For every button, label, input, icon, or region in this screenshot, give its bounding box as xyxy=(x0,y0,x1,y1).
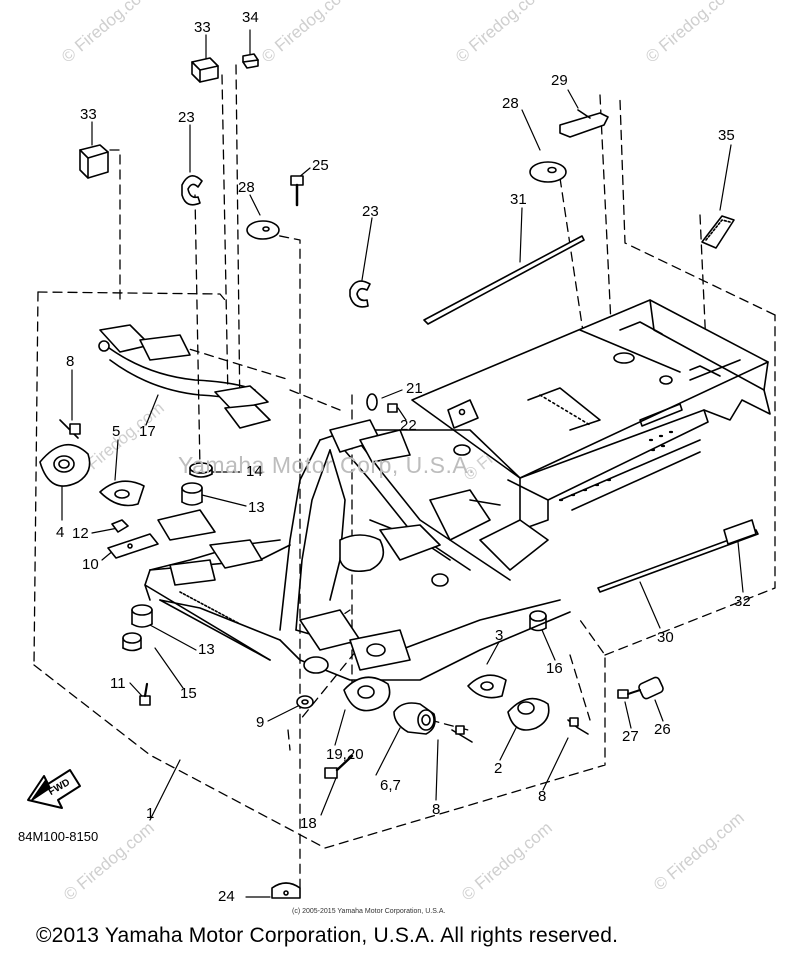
part-32-label xyxy=(723,519,757,545)
callout-5: 5 xyxy=(112,423,121,440)
part-28-washer xyxy=(529,161,567,183)
part-14-bushing xyxy=(189,462,213,478)
part-8-nipple xyxy=(59,419,81,439)
copyright-notice: ©2013 Yamaha Motor Corporation, U.S.A. A… xyxy=(36,924,619,947)
part-21-washer xyxy=(366,393,378,411)
part-29-plate xyxy=(559,109,609,138)
part-19-housing xyxy=(343,676,391,712)
part-5-flange xyxy=(99,480,145,507)
part-10-bracket xyxy=(107,533,159,559)
part-16-bushing xyxy=(529,610,547,632)
leader-lines xyxy=(61,29,744,898)
callout-21: 21 xyxy=(406,380,423,397)
part-23-clip xyxy=(349,280,371,308)
callout-31: 31 xyxy=(510,191,527,208)
part-22-bolt xyxy=(387,403,398,413)
callout-13: 13 xyxy=(198,641,215,658)
part-4-housing xyxy=(39,444,91,487)
part-21-bracket xyxy=(447,399,479,429)
callout-33: 33 xyxy=(194,19,211,36)
callout-23: 23 xyxy=(362,203,379,220)
diagram-code: 84M100-8150 xyxy=(18,829,99,844)
callout-30: 30 xyxy=(657,629,674,646)
callout-11: 11 xyxy=(110,675,126,692)
callout-14: 14 xyxy=(246,463,263,480)
callout-28: 28 xyxy=(502,95,519,112)
part-33-block xyxy=(191,57,219,83)
callout-18: 18 xyxy=(300,815,317,832)
part-26-cap xyxy=(638,676,664,700)
callout-19-20: 19,20 xyxy=(326,746,364,763)
callout-16: 16 xyxy=(546,660,563,677)
part-31-strip xyxy=(423,235,585,325)
callout-4: 4 xyxy=(56,524,65,541)
callout-34: 34 xyxy=(242,9,259,26)
main-frame-tunnel xyxy=(411,299,771,531)
watermark-main: Yamaha Motor Corp, U.S.A. xyxy=(178,452,476,478)
callout-22: 22 xyxy=(400,417,417,434)
callout-17: 17 xyxy=(139,423,156,440)
part-17-bumper xyxy=(98,324,271,429)
callout-2: 2 xyxy=(494,760,503,777)
part-34-block xyxy=(242,53,259,69)
part-35-reflector xyxy=(701,215,735,249)
part-18-bolt xyxy=(324,754,354,779)
callout-6-7: 6,7 xyxy=(380,777,401,794)
part-6-bearing xyxy=(393,702,436,735)
callout-29: 29 xyxy=(551,72,568,89)
part-33-block xyxy=(79,144,109,179)
part-3-flange xyxy=(467,674,507,699)
main-frame-front xyxy=(144,419,571,681)
part-25-bolt xyxy=(290,175,304,207)
part-13-bushing xyxy=(181,482,203,506)
callout-25: 25 xyxy=(312,157,329,174)
callout-35: 35 xyxy=(718,127,735,144)
callout-15: 15 xyxy=(180,685,197,702)
callout-3: 3 xyxy=(495,627,504,644)
part-12-nut xyxy=(111,519,129,533)
callout-32: 32 xyxy=(734,593,751,610)
small-credit: (c) 2005-2015 Yamaha Motor Corporation, … xyxy=(292,908,446,915)
callout-12: 12 xyxy=(72,525,89,542)
part-30-strip xyxy=(597,529,759,593)
fwd-arrow-icon xyxy=(27,769,81,809)
callout-33: 33 xyxy=(80,106,97,123)
tunnel-rivets xyxy=(558,430,674,502)
callout-9: 9 xyxy=(256,714,265,731)
part-23-clip xyxy=(181,175,203,206)
callout-13: 13 xyxy=(248,499,265,516)
part-28-washer xyxy=(246,220,280,240)
callout-10: 10 xyxy=(82,556,99,573)
part-27-screw xyxy=(617,689,641,699)
callout-28: 28 xyxy=(238,179,255,196)
part-9-washer xyxy=(296,695,314,709)
part-13-bushing xyxy=(131,604,153,628)
callout-23: 23 xyxy=(178,109,195,126)
callout-8: 8 xyxy=(66,353,75,370)
part-8-nipple xyxy=(451,725,473,743)
part-2-housing xyxy=(507,697,550,731)
part-8-nipple xyxy=(567,717,589,735)
callout-8: 8 xyxy=(538,788,547,805)
part-11-bolt xyxy=(139,682,151,706)
callout-24: 24 xyxy=(218,888,235,905)
callout-8: 8 xyxy=(432,801,441,818)
callout-26: 26 xyxy=(654,721,671,738)
part-24-clamp xyxy=(271,882,301,899)
part-15-bushing xyxy=(122,632,142,652)
front-lower-rail xyxy=(149,509,281,586)
callout-1: 1 xyxy=(146,805,155,822)
callout-27: 27 xyxy=(622,728,639,745)
